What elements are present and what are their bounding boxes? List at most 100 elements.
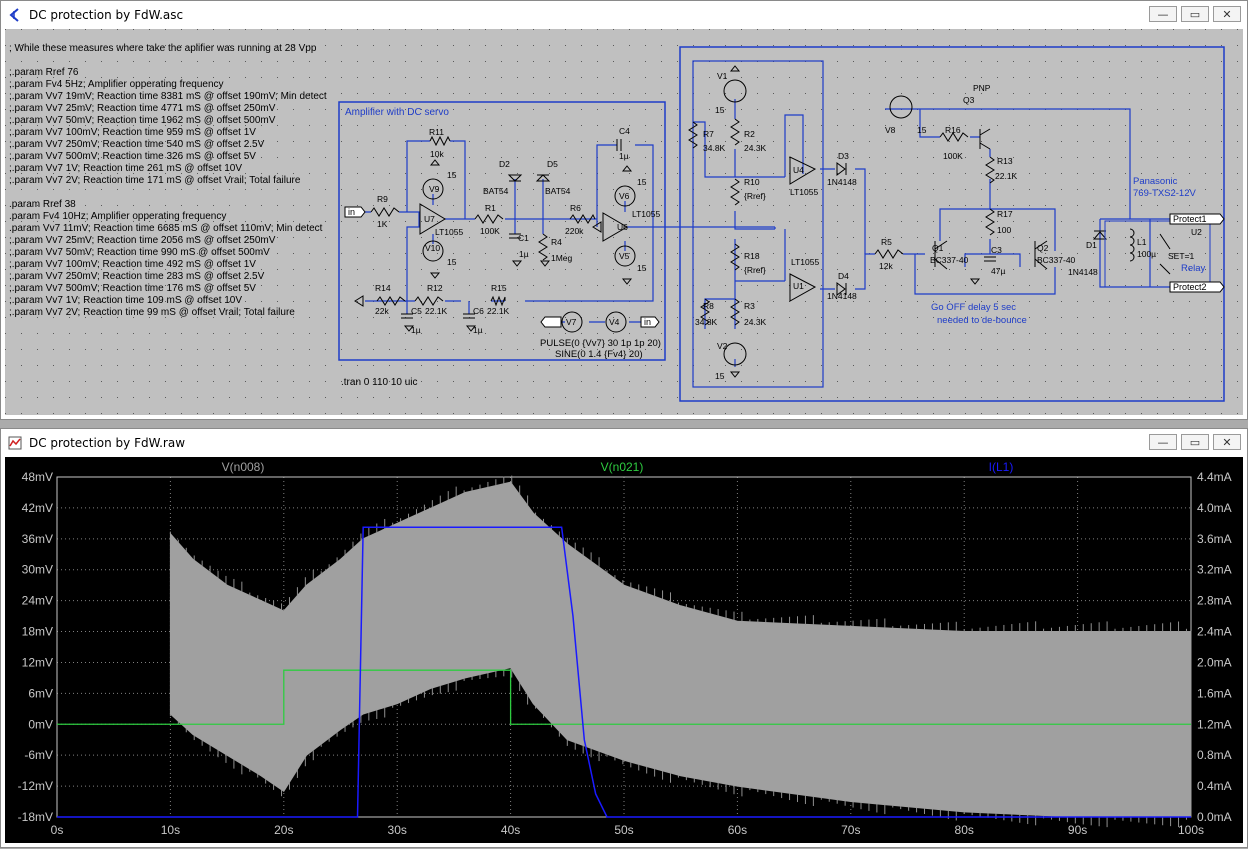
resistor-r17 bbox=[985, 208, 995, 236]
svg-text:D1: D1 bbox=[1086, 240, 1097, 250]
waveform-plot[interactable]: 48mV42mV36mV30mV24mV18mV12mV6mV0mV-6mV-1… bbox=[5, 457, 1245, 845]
svg-text:1K: 1K bbox=[377, 219, 388, 229]
directive-line: ;.param Vv7 2V; Reaction time 171 mS @ o… bbox=[9, 175, 301, 186]
svg-text:R4: R4 bbox=[551, 237, 562, 247]
x-tick-label: 50s bbox=[614, 823, 633, 837]
components bbox=[354, 65, 1211, 378]
relay-label: Relay bbox=[1181, 263, 1206, 274]
svg-text:10k: 10k bbox=[430, 149, 444, 159]
svg-text:V4: V4 bbox=[609, 317, 620, 327]
flag-protect1: Protect1 bbox=[1173, 214, 1207, 224]
source-v5 bbox=[614, 245, 636, 267]
resistor-r13 bbox=[985, 156, 995, 184]
plot-window-title: DC protection by FdW.raw bbox=[29, 436, 186, 450]
restore-button[interactable]: ▭ bbox=[1181, 434, 1209, 450]
close-button[interactable]: ✕ bbox=[1213, 6, 1241, 22]
tran-directive: .tran 0 110 10 uic bbox=[341, 377, 418, 388]
component-labels: R9 1K R11 10k V9 15 U7 LT1055 V10 15 R1 … bbox=[375, 71, 1202, 381]
schematic-drawing[interactable]: ; While these measures where take the ap… bbox=[5, 29, 1245, 417]
directive-line: ;.param Vv7 50mV; Reaction time 1962 mS … bbox=[9, 115, 276, 126]
schematic-titlebar[interactable]: DC protection by FdW.asc — ▭ ✕ bbox=[1, 1, 1247, 29]
svg-text:R11: R11 bbox=[429, 127, 444, 137]
svg-text:BC337-40: BC337-40 bbox=[930, 255, 969, 265]
resistor-r10 bbox=[730, 178, 740, 206]
svg-text:R15: R15 bbox=[491, 283, 507, 293]
y-right-tick-label: 2.8mA bbox=[1197, 594, 1232, 608]
diode-d2 bbox=[507, 174, 523, 182]
resistor-r9 bbox=[370, 207, 400, 217]
resistor-r8 bbox=[700, 298, 710, 326]
close-button[interactable]: ✕ bbox=[1213, 434, 1241, 450]
directive-line: .param Vv7 11mV; Reaction time 6685 mS @… bbox=[9, 223, 323, 234]
opamp-u7 bbox=[419, 203, 446, 235]
svg-text:V10: V10 bbox=[425, 243, 440, 253]
svg-text:1µ: 1µ bbox=[411, 325, 421, 335]
svg-text:V2: V2 bbox=[717, 341, 728, 351]
x-tick-label: 80s bbox=[955, 823, 974, 837]
svg-text:C5: C5 bbox=[411, 306, 422, 316]
svg-text:LT1055: LT1055 bbox=[632, 209, 660, 219]
svg-text:47µ: 47µ bbox=[991, 266, 1005, 276]
net-flags: in in Protect1 Protect2 bbox=[344, 206, 1225, 328]
schematic-canvas[interactable]: ; While these measures where take the ap… bbox=[5, 29, 1245, 417]
resistor-r5 bbox=[874, 249, 904, 259]
directive-line: ;.param Vv7 25mV; Reaction time 4771 mS … bbox=[9, 103, 276, 114]
svg-text:22.1K: 22.1K bbox=[995, 171, 1018, 181]
plot-legend[interactable]: V(n008)V(n021)I(L1) bbox=[222, 460, 1014, 474]
svg-text:100K: 100K bbox=[943, 151, 963, 161]
svg-text:BC337-40: BC337-40 bbox=[1037, 255, 1076, 265]
resistor-r3 bbox=[730, 298, 740, 326]
svg-text:C6: C6 bbox=[473, 306, 484, 316]
capacitor-c3 bbox=[984, 256, 996, 262]
svg-text:22.1K: 22.1K bbox=[425, 306, 448, 316]
svg-text:PNP: PNP bbox=[973, 83, 991, 93]
directive-line: ;.param Fv4 5Hz; Amplifier opperating fr… bbox=[9, 79, 224, 90]
resistor-r16 bbox=[939, 132, 969, 142]
svg-text:15: 15 bbox=[637, 177, 647, 187]
svg-text:22k: 22k bbox=[375, 306, 389, 316]
x-tick-label: 30s bbox=[388, 823, 407, 837]
directive-line: ;.param Vv7 500mV; Reaction time 176 mS … bbox=[9, 283, 256, 294]
restore-button[interactable]: ▭ bbox=[1181, 6, 1209, 22]
x-tick-label: 70s bbox=[841, 823, 860, 837]
minimize-button[interactable]: — bbox=[1149, 434, 1177, 450]
svg-text:{Rref}: {Rref} bbox=[744, 265, 766, 275]
directive-line: ;.param Vv7 250mV; Reaction time 283 mS … bbox=[9, 271, 265, 282]
note-debounce: needed to de-bounce bbox=[937, 315, 1027, 326]
svg-text:34.8K: 34.8K bbox=[703, 143, 726, 153]
svg-text:R16: R16 bbox=[945, 125, 961, 135]
y-right-tick-label: 4.0mA bbox=[1197, 501, 1232, 515]
schematic-window[interactable]: DC protection by FdW.asc — ▭ ✕ ; While t… bbox=[0, 0, 1248, 420]
plot-titlebar[interactable]: DC protection by FdW.raw — ▭ ✕ bbox=[1, 429, 1247, 457]
ground-left bbox=[354, 295, 364, 307]
svg-text:R1: R1 bbox=[485, 203, 496, 213]
svg-text:100: 100 bbox=[997, 225, 1011, 235]
series-v-n008-envelope bbox=[169, 481, 1192, 818]
inductor-l1 bbox=[1129, 228, 1135, 262]
svg-text:V7: V7 bbox=[566, 317, 577, 327]
x-tick-label: 40s bbox=[501, 823, 520, 837]
directive-line: .param Rref 38 bbox=[9, 199, 76, 210]
svg-text:15: 15 bbox=[447, 257, 457, 267]
diode-d5 bbox=[535, 174, 551, 182]
source-v9 bbox=[422, 178, 444, 200]
resistor-r18 bbox=[730, 243, 740, 271]
axis-labels: 48mV42mV36mV30mV24mV18mV12mV6mV0mV-6mV-1… bbox=[18, 470, 1232, 837]
directive-line: ; While these measures where take the ap… bbox=[9, 43, 317, 54]
opamp-u4 bbox=[789, 156, 817, 185]
svg-text:100K: 100K bbox=[480, 226, 500, 236]
svg-text:R18: R18 bbox=[744, 251, 760, 261]
svg-text:R10: R10 bbox=[744, 177, 760, 187]
svg-text:15: 15 bbox=[637, 263, 647, 273]
svg-text:C1: C1 bbox=[518, 233, 529, 243]
svg-text:LT1055: LT1055 bbox=[791, 257, 819, 267]
relay-part-number: 769-TXS2-12V bbox=[1133, 188, 1197, 199]
svg-text:1N4148: 1N4148 bbox=[1068, 267, 1098, 277]
waveform-app-icon bbox=[7, 435, 23, 451]
amplifier-box bbox=[338, 101, 666, 361]
minimize-button[interactable]: — bbox=[1149, 6, 1177, 22]
flag-in-right: in bbox=[644, 317, 651, 327]
y-left-tick-label: 12mV bbox=[22, 655, 53, 669]
